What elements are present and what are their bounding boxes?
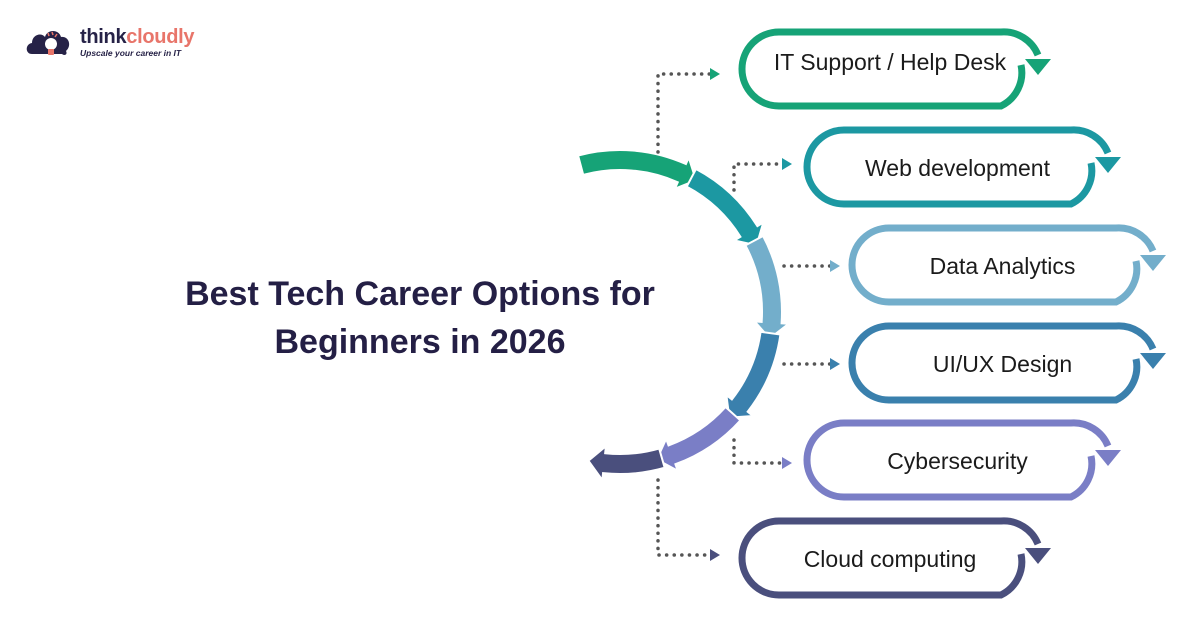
connector-arrowhead-icon — [830, 358, 840, 370]
dotted-connectors — [656, 68, 840, 561]
connector-arrowhead-icon — [782, 457, 792, 469]
brand-tagline: Upscale your career in IT — [80, 47, 182, 58]
career-label: Data Analytics — [929, 253, 1076, 279]
pill-arrowhead-icon — [1140, 255, 1166, 271]
career-label: Cloud computing — [803, 546, 977, 572]
pill-outline — [803, 126, 1112, 208]
pill-outline — [738, 28, 1042, 110]
pill-arrowhead-icon — [1025, 59, 1051, 75]
connector-arrowhead-icon — [830, 260, 840, 272]
arc-arrow-segment — [576, 149, 698, 191]
career-pills — [738, 28, 1166, 599]
brand-name-part2: cloudly — [126, 25, 195, 48]
pill-outline — [848, 322, 1157, 404]
dotted-connector — [656, 68, 720, 154]
connector-arrowhead-icon — [782, 158, 792, 170]
dotted-connector — [732, 158, 792, 192]
dotted-connector — [782, 358, 840, 370]
logo: thinkcloudly Upscale your career in IT — [24, 24, 195, 60]
arc-arrows — [576, 149, 792, 483]
pill-outline — [848, 224, 1157, 306]
career-pill — [803, 419, 1121, 501]
arc-arrow-segment — [587, 443, 666, 483]
title-line-1: Best Tech Career Options for — [185, 275, 655, 313]
arc-arrow-segment — [685, 167, 766, 247]
career-pill — [848, 224, 1166, 306]
title-line-2: Beginners in 2026 — [274, 323, 566, 361]
page-title: Best Tech Career Options for Beginners i… — [120, 270, 720, 366]
dotted-connector — [656, 478, 720, 561]
career-label: Web development — [865, 155, 1050, 181]
career-label: UI/UX Design — [932, 351, 1073, 377]
arc-arrow-segment — [655, 405, 742, 473]
career-pill — [738, 517, 1051, 599]
brand-name: thinkcloudly — [80, 25, 195, 48]
career-label: IT Support / Help Desk — [773, 49, 1007, 75]
pill-arrowhead-icon — [1095, 157, 1121, 173]
pill-arrowhead-icon — [1140, 353, 1166, 369]
pill-outline — [738, 517, 1042, 599]
career-label: Cybersecurity — [887, 448, 1028, 474]
career-pill — [848, 322, 1166, 404]
arc-arrow-segment — [725, 330, 782, 419]
connector-arrowhead-icon — [710, 549, 720, 561]
career-pill — [803, 126, 1121, 208]
dotted-connector — [732, 438, 792, 469]
career-pill — [738, 28, 1051, 110]
pill-arrowhead-icon — [1025, 548, 1051, 564]
brand-name-part1: think — [80, 25, 127, 48]
dotted-connector — [782, 260, 840, 272]
pill-arrowhead-icon — [1095, 450, 1121, 466]
arc-arrow-segment — [744, 234, 792, 340]
connector-arrowhead-icon — [710, 68, 720, 80]
cloud-bulb-icon — [26, 31, 70, 55]
pill-outline — [803, 419, 1112, 501]
